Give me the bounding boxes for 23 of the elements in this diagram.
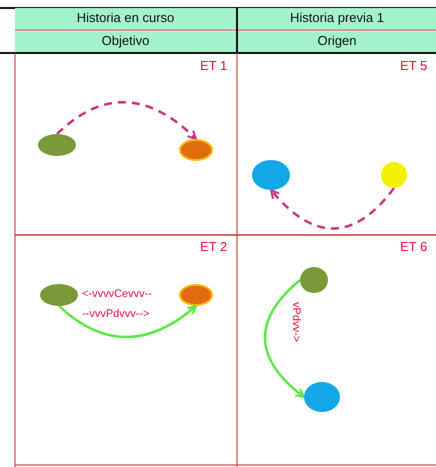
cell-label: ET 5 — [400, 58, 428, 73]
ellipse-node — [300, 267, 328, 293]
wavy-text: <-vvvvCevvv-- — [82, 288, 152, 300]
column-subheader: Origen — [238, 31, 436, 52]
curved-arrow — [56, 101, 197, 140]
ellipse-node — [179, 139, 213, 161]
wavy-text: --vvvPdvvv--> — [82, 308, 150, 320]
curved-arrow — [58, 305, 197, 338]
ellipse-node — [381, 162, 407, 188]
ellipse-node — [179, 284, 213, 306]
column-subheader: Objetivo — [15, 31, 236, 52]
ellipse-node — [252, 160, 290, 190]
wavy-text: vPdvv-> — [290, 302, 302, 342]
curved-arrow — [264, 279, 305, 398]
curved-arrow — [270, 187, 395, 230]
ellipse-node — [38, 134, 76, 156]
column-header: Historia previa 1 — [238, 8, 436, 29]
cell-label: ET 1 — [200, 58, 228, 73]
cell-label: ET 6 — [400, 239, 428, 254]
cell-label: ET 2 — [200, 239, 228, 254]
column-header: Historia en curso — [15, 8, 236, 29]
ellipse-node — [304, 382, 340, 412]
ellipse-node — [40, 284, 78, 306]
